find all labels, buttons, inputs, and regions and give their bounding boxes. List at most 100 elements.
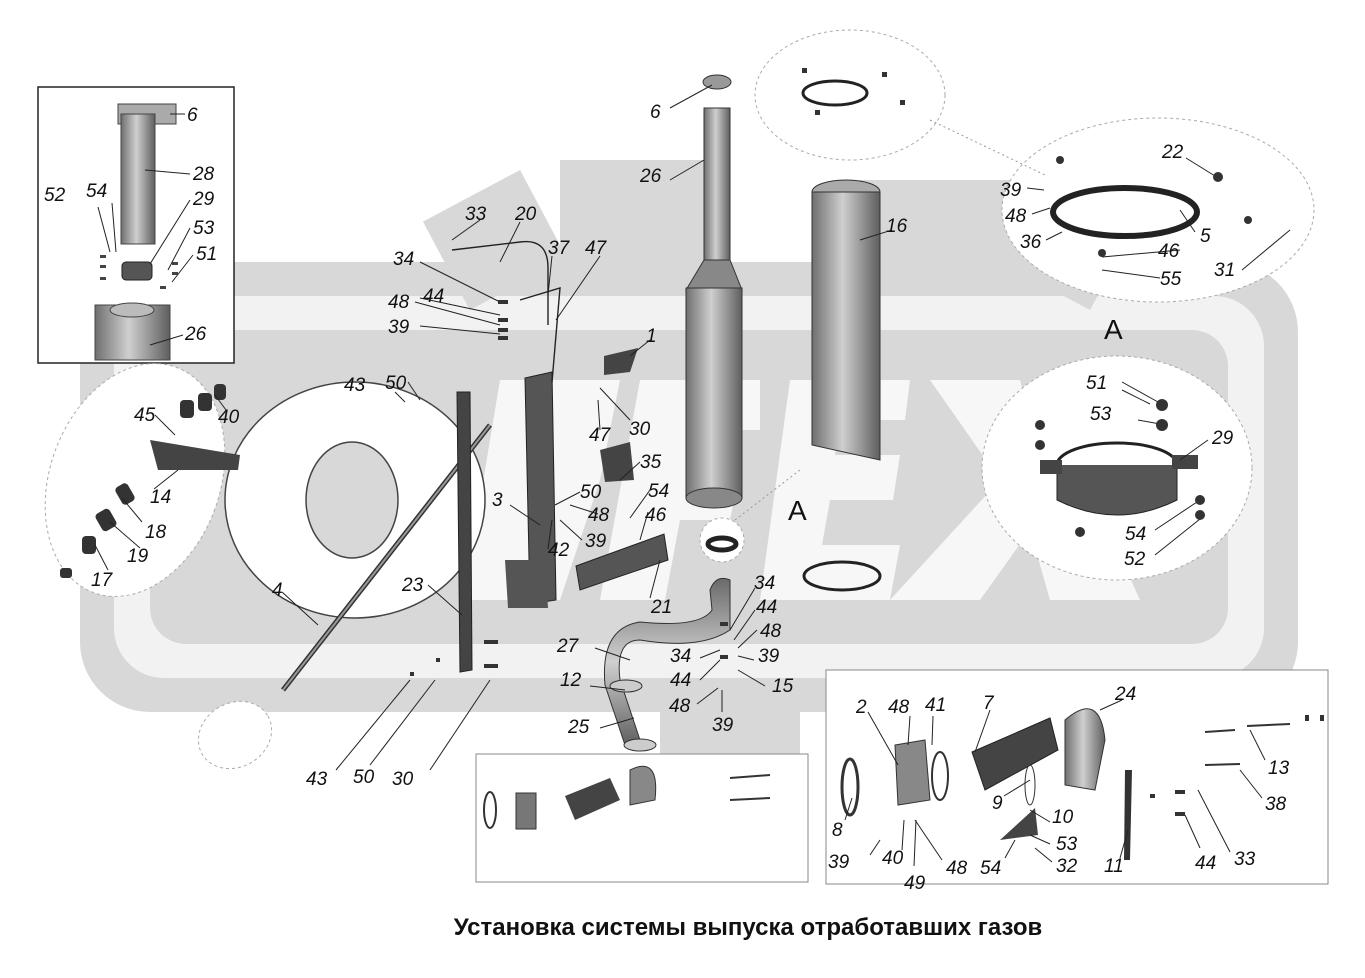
callout-34c: 34 bbox=[670, 646, 691, 667]
callout-6a: 6 bbox=[187, 105, 198, 126]
inset-clamp-parts bbox=[94, 103, 178, 361]
muffler-assembly bbox=[685, 74, 743, 509]
diagram-caption: Установка системы выпуска отработавших г… bbox=[453, 914, 1043, 941]
callout-53b: 53 bbox=[1090, 404, 1112, 425]
callout-39a: 39 bbox=[388, 317, 410, 338]
callout-29b: 29 bbox=[1211, 428, 1234, 449]
callout-27: 27 bbox=[556, 636, 580, 657]
callout-42: 42 bbox=[548, 540, 570, 561]
bottom-right-parts bbox=[840, 708, 1291, 860]
callout-50c: 50 bbox=[353, 767, 375, 788]
callout-1: 1 bbox=[646, 326, 657, 347]
callout-55: 55 bbox=[1160, 269, 1182, 290]
bottom-small-parts bbox=[483, 765, 771, 830]
callout-32: 32 bbox=[1056, 856, 1078, 877]
callout-19: 19 bbox=[127, 546, 149, 567]
callout-41: 41 bbox=[925, 695, 946, 716]
leader-lines bbox=[94, 84, 1291, 867]
callout-15: 15 bbox=[772, 676, 794, 697]
callout-9: 9 bbox=[992, 793, 1003, 814]
clamp-bands bbox=[705, 79, 1200, 592]
callout-39c: 39 bbox=[585, 531, 607, 552]
callout-13: 13 bbox=[1268, 758, 1290, 779]
callout-43b: 43 bbox=[306, 769, 328, 790]
callout-11: 11 bbox=[1104, 856, 1124, 877]
callout-44d: 44 bbox=[1195, 853, 1216, 874]
callout-48b: 48 bbox=[1005, 206, 1027, 227]
callout-35: 35 bbox=[640, 452, 662, 473]
callout-54c: 54 bbox=[1125, 524, 1146, 545]
callout-8: 8 bbox=[832, 820, 843, 841]
callout-18: 18 bbox=[145, 522, 167, 543]
callout-10: 10 bbox=[1052, 807, 1074, 828]
callout-46b: 46 bbox=[645, 505, 667, 526]
callout-3: 3 bbox=[492, 490, 503, 511]
callout-12: 12 bbox=[560, 670, 582, 691]
callout-39e: 39 bbox=[712, 715, 734, 736]
callout-21: 21 bbox=[650, 597, 672, 618]
callout-39d: 39 bbox=[758, 646, 780, 667]
callout-47a: 47 bbox=[585, 238, 608, 259]
callout-16: 16 bbox=[886, 216, 908, 237]
callout-54d: 54 bbox=[980, 858, 1001, 879]
callout-52b: 52 bbox=[1124, 549, 1146, 570]
callout-36: 36 bbox=[1020, 232, 1042, 253]
callout-48d: 48 bbox=[760, 621, 782, 642]
callout-44b: 44 bbox=[756, 597, 777, 618]
callout-48f: 48 bbox=[888, 697, 910, 718]
callout-50b: 50 bbox=[580, 482, 602, 503]
callout-46a: 46 bbox=[1158, 241, 1180, 262]
callout-44a: 44 bbox=[423, 286, 444, 307]
callout-47b: 47 bbox=[589, 425, 612, 446]
callout-23: 23 bbox=[401, 575, 424, 596]
view-mark-a2: А bbox=[788, 495, 807, 526]
callout-50a: 50 bbox=[385, 373, 407, 394]
callout-43a: 43 bbox=[344, 375, 366, 396]
callout-28: 28 bbox=[192, 164, 215, 185]
callout-39f: 39 bbox=[828, 852, 850, 873]
callout-34a: 34 bbox=[393, 249, 414, 270]
callout-33a: 33 bbox=[465, 204, 487, 225]
callout-44c: 44 bbox=[670, 670, 691, 691]
left-assembly bbox=[60, 240, 669, 692]
callout-30b: 30 bbox=[392, 769, 414, 790]
callout-37: 37 bbox=[548, 238, 571, 259]
ring-detail-hole bbox=[305, 441, 399, 559]
callout-29a: 29 bbox=[192, 189, 215, 210]
callout-53c: 53 bbox=[1056, 834, 1078, 855]
callout-34b: 34 bbox=[754, 573, 775, 594]
callout-48g: 48 bbox=[946, 858, 968, 879]
callout-51a: 51 bbox=[196, 244, 217, 265]
callout-31: 31 bbox=[1214, 260, 1235, 281]
callout-26a: 26 bbox=[184, 324, 207, 345]
callout-54a: 54 bbox=[86, 181, 107, 202]
callout-45: 45 bbox=[134, 405, 156, 426]
callout-7: 7 bbox=[983, 693, 995, 714]
callout-38: 38 bbox=[1265, 794, 1287, 815]
callout-22: 22 bbox=[1161, 142, 1184, 163]
callout-labels: 6 28 52 54 29 53 51 26 6 26 33 20 37 47 … bbox=[44, 102, 1290, 894]
hardware-fasteners bbox=[410, 68, 1324, 816]
view-mark-a1: А bbox=[1104, 314, 1123, 345]
callout-39b: 39 bbox=[1000, 180, 1022, 201]
callout-24: 24 bbox=[1114, 684, 1136, 705]
callout-4: 4 bbox=[272, 580, 283, 601]
clamp-29-large bbox=[1040, 441, 1198, 516]
callout-48e: 48 bbox=[669, 696, 691, 717]
callout-48a: 48 bbox=[388, 292, 410, 313]
callout-30a: 30 bbox=[629, 419, 651, 440]
callout-52a: 52 bbox=[44, 185, 66, 206]
callout-6b: 6 bbox=[650, 102, 661, 123]
callout-14: 14 bbox=[150, 487, 171, 508]
callout-40b: 40 bbox=[882, 848, 904, 869]
detail-ellipses bbox=[44, 29, 1315, 770]
callout-5: 5 bbox=[1200, 226, 1211, 247]
callout-20: 20 bbox=[514, 204, 537, 225]
heat-shield-16 bbox=[811, 179, 881, 461]
callout-33b: 33 bbox=[1234, 849, 1256, 870]
callout-26b: 26 bbox=[639, 166, 662, 187]
callout-25: 25 bbox=[567, 717, 590, 738]
callout-2: 2 bbox=[855, 697, 867, 718]
callout-49: 49 bbox=[904, 873, 926, 894]
